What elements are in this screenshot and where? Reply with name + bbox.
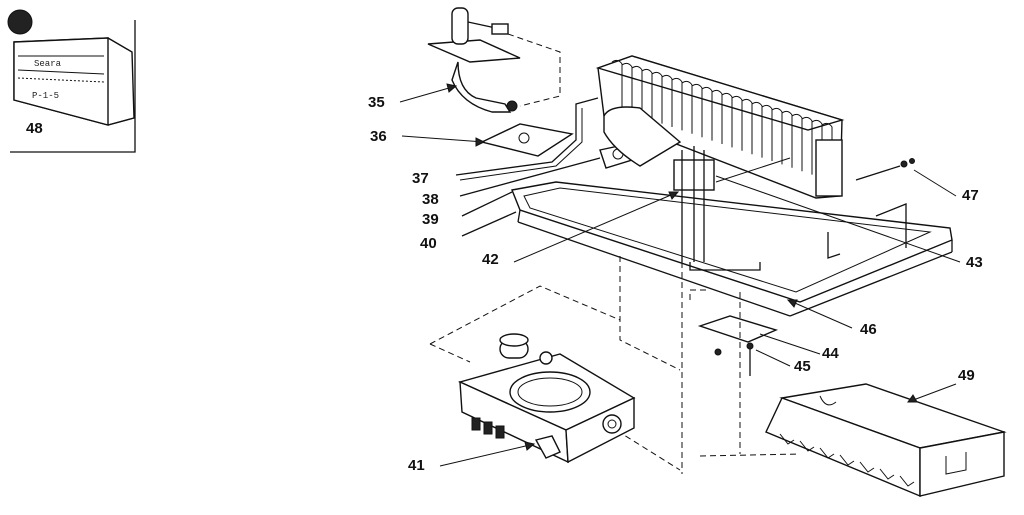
heater-fin [701,86,713,141]
part-37-gas-line: 37 [412,97,599,187]
callout-45: 45 [794,358,811,375]
heater-fin [681,80,693,134]
heater-fin [811,119,823,178]
label-48-line1: Seara [34,59,62,69]
heater-fin [691,83,703,138]
heater-radiant-element [595,55,845,199]
label-48-line2: P-1-5 [32,91,59,101]
heater-fin [761,104,773,161]
heater-fin [731,95,743,151]
heater-fin [651,71,663,124]
part-44-bracket-plate: 44 [697,315,839,362]
part-45-screw: 45 [714,342,811,376]
heater-fin [741,98,753,155]
part-41-control-valve: 41 [408,333,636,474]
callout-47: 47 [962,187,979,204]
part-35-pilot-tube: 35 [368,7,561,113]
heater-fin [621,62,633,114]
part-49-burner-block: 49 [765,367,1007,498]
callout-43: 43 [966,254,983,271]
part-48-label-box: Seara P-1-5 48 [7,9,136,153]
callout-35: 35 [368,94,385,111]
burner-tooth [779,433,795,445]
callout-37: 37 [412,170,429,187]
callout-48: 48 [26,120,43,137]
heater-fin [791,113,803,172]
callout-36: 36 [370,128,387,145]
burner-tooth [899,475,915,487]
burner-tooth [819,447,835,459]
part-43-ignitor: 43 [715,157,983,271]
heater-fin [781,110,793,168]
callout-44: 44 [822,345,839,362]
burner-tooth [799,440,815,452]
callout-39: 39 [422,211,439,228]
heater-fin [641,68,653,121]
callout-49: 49 [958,367,975,384]
part-42-electrode-bracket: 42 [482,146,715,268]
burner-tooth [859,461,875,473]
heater-fin [631,65,643,117]
heater-fin [821,122,833,182]
callout-41: 41 [408,457,425,474]
part-46-tray-rim: 46 [786,299,877,338]
part-39-tray-edge: 39 [422,191,513,228]
heater-fin [721,92,733,148]
burner-tooth [839,454,855,466]
burner-tooth [879,468,895,480]
part-47-screw: 47 [855,158,979,204]
side-brackets [689,203,907,271]
callout-40: 40 [420,235,437,252]
knob-icon [7,9,33,35]
part-40-base-tray: 40 [420,181,953,317]
assembly-guide-lines [429,256,801,474]
heater-fin [771,107,783,165]
heater-fin [661,74,673,127]
callout-46: 46 [860,321,877,338]
part-36-mounting-plate: 36 [370,123,574,157]
heater-fin [711,89,723,144]
callout-38: 38 [422,191,439,208]
callout-42: 42 [482,251,499,268]
heater-fin [801,116,813,175]
heater-fin [671,77,683,131]
heater-fin [611,59,623,110]
heater-fin [751,101,763,158]
